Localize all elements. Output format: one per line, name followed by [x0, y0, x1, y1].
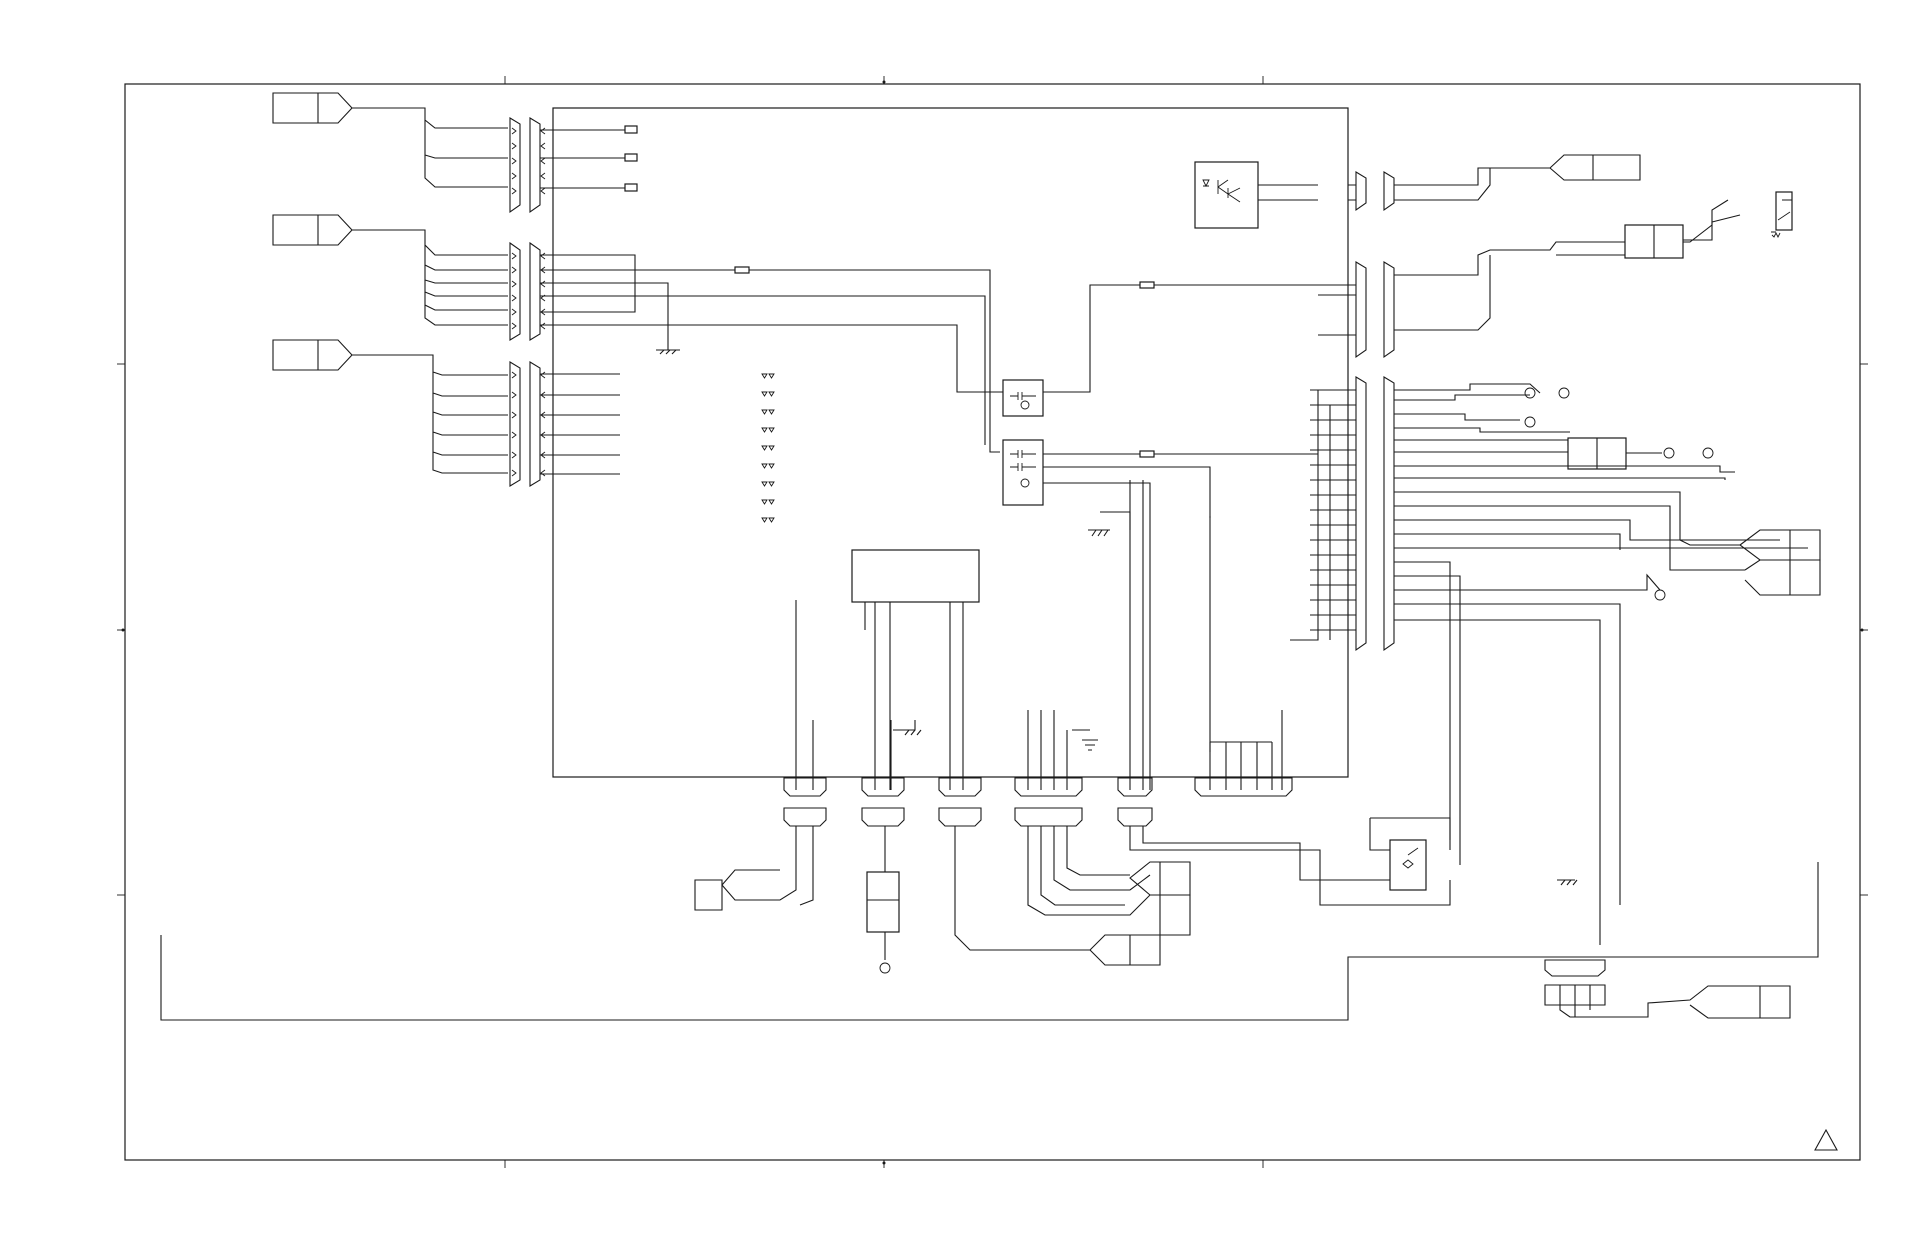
fuse-block-lower — [1002, 439, 1318, 790]
connector-header-cn2 — [509, 241, 1010, 453]
drawing-frame — [117, 76, 1868, 1168]
connector-header-cn-bottom-6 — [1194, 516, 1293, 797]
connector-header-cn-solenoid — [1318, 191, 1793, 359]
connector-header-cn-main-right — [1290, 376, 1821, 945]
connector-header-cn3 — [509, 361, 620, 487]
enclosure-outline — [160, 862, 1819, 1021]
connector-header-cn-bottom-2 — [861, 600, 905, 974]
relay-module — [851, 549, 980, 790]
ground-icon — [893, 720, 922, 736]
connector-header-cn-bottom-4 — [1014, 710, 1191, 936]
plug-connector-top-left-3 — [272, 339, 508, 474]
revision-triangle-icon — [1814, 1128, 1838, 1151]
limit-switch — [1369, 817, 1451, 891]
plug-connector-top-left-1 — [272, 92, 508, 188]
connector-header-cn-external — [1544, 879, 1791, 1019]
fuse-block-upper — [1002, 281, 1318, 417]
solenoid-valve-icon — [1775, 191, 1793, 231]
connector-header-cn-bottom-5 — [1117, 480, 1451, 906]
connector-header-cn-bottom-3 — [938, 777, 1161, 966]
optocoupler — [1194, 161, 1318, 229]
led-indicator-array — [761, 373, 775, 523]
plug-connector-top-left-2 — [272, 214, 508, 326]
connector-header-cn-bottom-1 — [694, 600, 827, 911]
connector-header-cn1 — [509, 117, 638, 214]
connector-header-cn-opto — [1348, 154, 1641, 212]
